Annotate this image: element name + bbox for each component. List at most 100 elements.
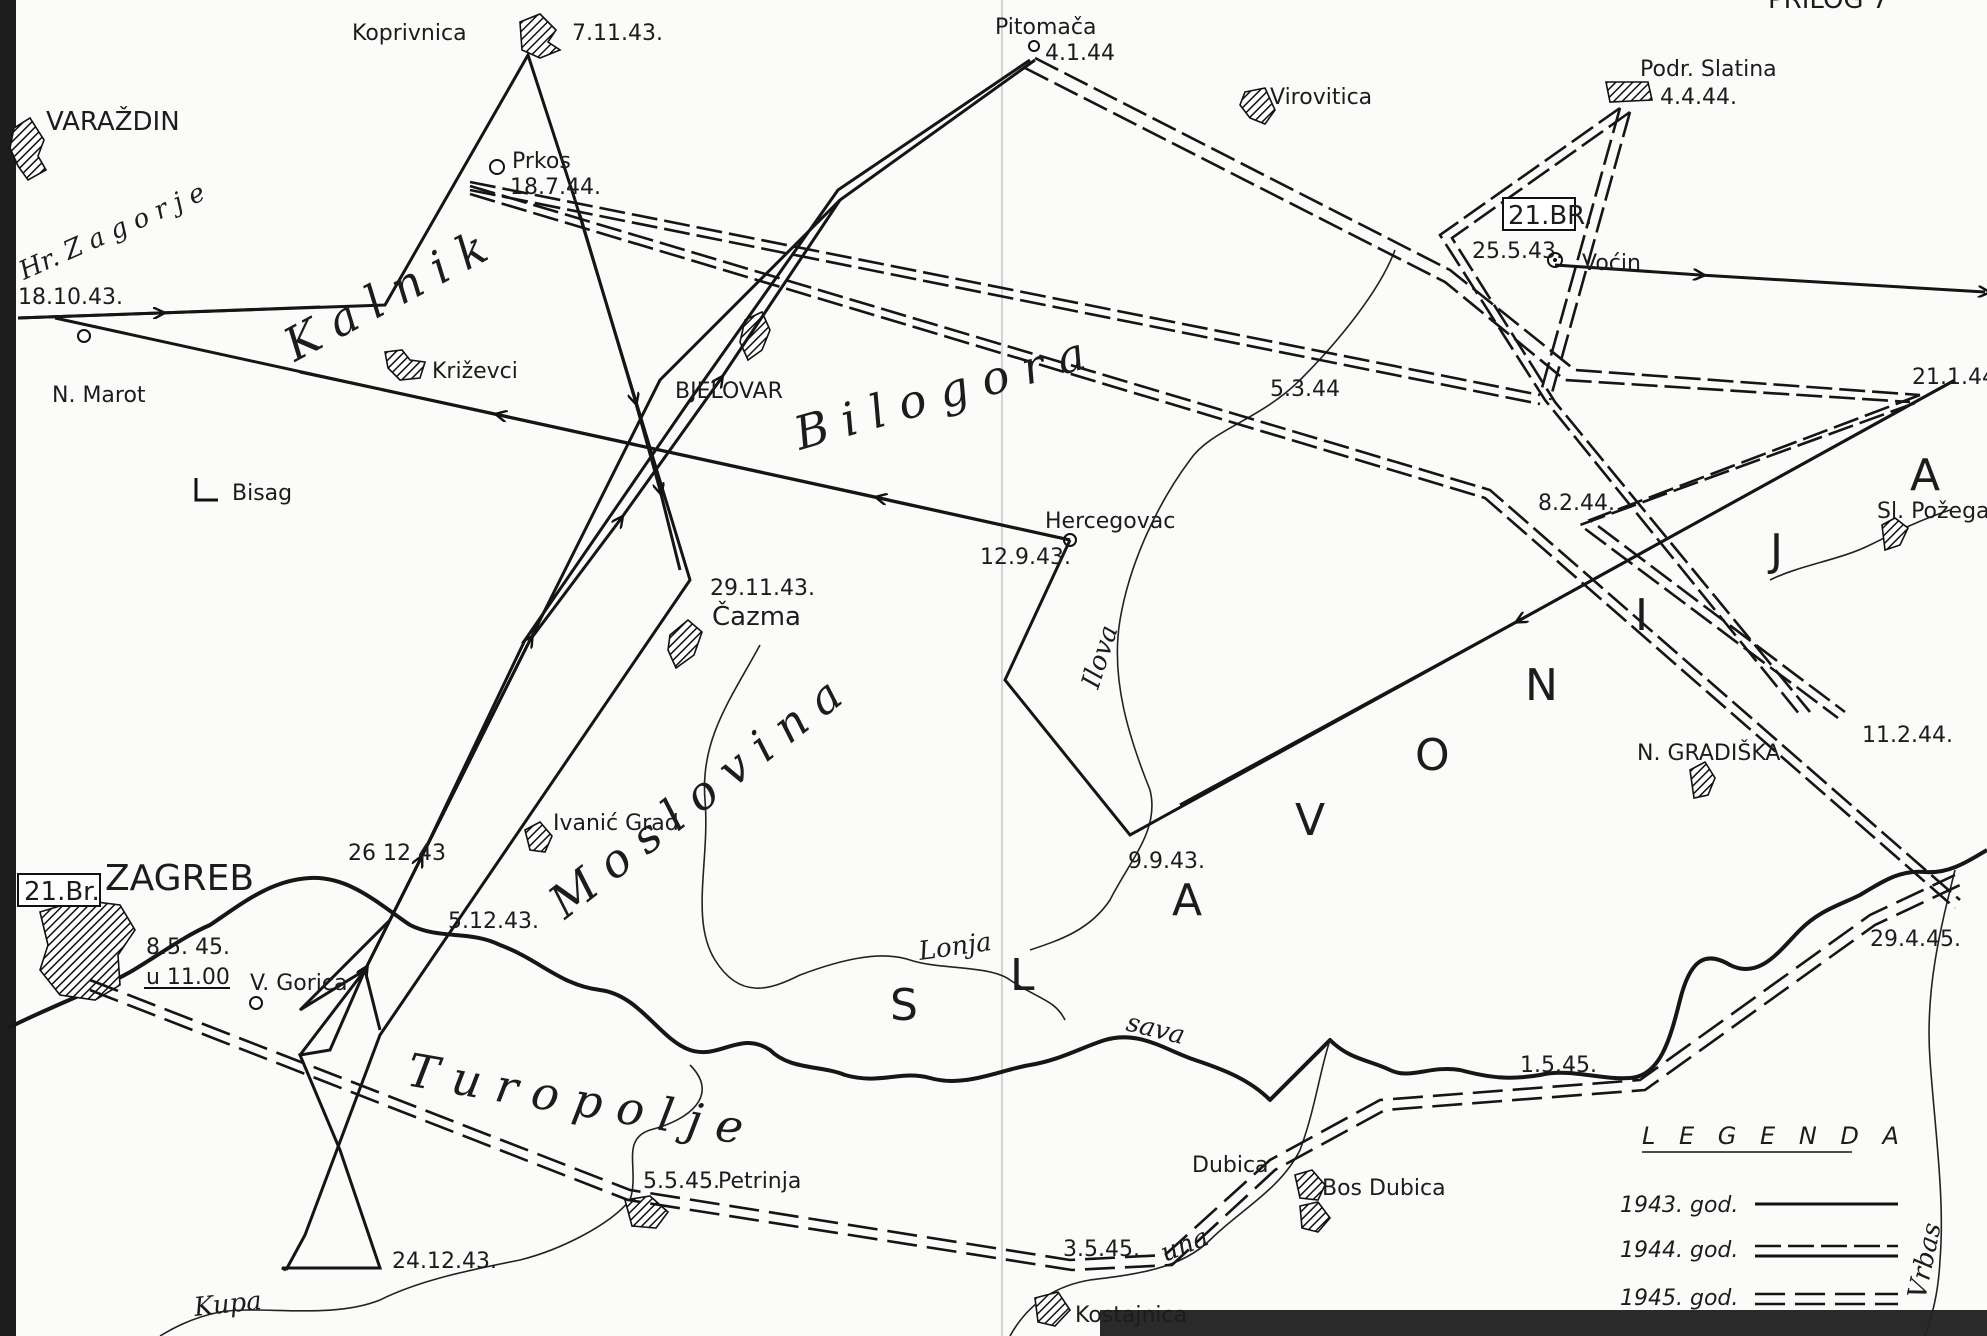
route-1944-main-b [1024,66,1911,404]
route-1943-south-loop [281,58,1031,1272]
n-gradiska-town-icon [1689,760,1716,799]
bjelovar-town-icon [739,310,771,362]
dubica-town-icon [1299,1201,1332,1233]
region-slavonija-s: S [890,980,918,1031]
label-prkos: Prkos [512,149,571,174]
date-sava-east: 29.4.45. [1870,927,1961,952]
legend-title: L E G E N D A [1642,1122,1907,1150]
date-south: 24.12.43. [392,1249,497,1274]
date-east-2: 8.2.44. [1538,491,1615,516]
date-moslavina-south: 9.9.43. [1128,849,1205,874]
date-sw-2: 5.12.43. [448,909,539,934]
region-bilogora: B i l o g o r a [787,326,1091,461]
vocin-marker-center [1553,258,1557,262]
ivanic-grad-town-icon [524,820,553,853]
date-sava-mid: 1.5.45. [1520,1053,1597,1078]
route-1945-b [89,883,1961,1272]
river-slavonia-stream [1769,509,1951,581]
brigade-label-zagreb: 21.Br. [24,877,100,907]
koprivnica-town-icon [519,13,562,59]
river-kupa [159,1064,703,1336]
varazdin-town-icon [9,116,48,182]
label-v-gorica: V. Gorica [250,971,347,996]
label-koprivnica: Koprivnica [352,21,467,46]
scan-edge-shadow [0,0,16,1336]
date-vocin: 25.5.43. [1472,239,1563,264]
label-bjelovar: BJELOVAR [675,379,783,404]
brigade-box-vocin [1502,197,1576,231]
label-n-gradiska: N. GRADIŠKA [1637,740,1780,766]
region-turopolje: T u r o p o l j e [403,1043,748,1155]
cazma-town-icon [667,618,703,670]
date-west: 18.10.43. [18,285,123,310]
date-koprivnica: 7.11.43. [572,21,663,46]
label-varazdin: VARAŽDIN [46,105,180,137]
label-petrinja: Petrinja [718,1169,801,1194]
label-podr-slatina: Podr. Slatina [1640,57,1777,82]
date-zagreb-1: 8.5. 45. [146,935,230,960]
region-slavonija-a: A [1172,875,1202,926]
label-kostajnica: Kostajnica [1075,1303,1187,1328]
label-bisag: Bisag [232,481,292,506]
river-label-sava: sava [1123,1008,1188,1051]
route-1943-cazma-arrows [578,214,682,571]
date-east-1: 21.1.44 [1912,365,1987,390]
legend: L E G E N D A 1943. god. 1944. god. 1945… [1620,1122,1907,1311]
river-label-lonja: Lonja [916,927,994,967]
bisag-marker [194,478,218,502]
route-1944-slatina-b [1450,110,1812,713]
region-slavonija-n: N [1525,660,1558,711]
route-1943-east-arrows [1179,378,1956,807]
route-1944-prkos-a [469,180,1541,397]
date-prkos: 18.7.44. [510,175,601,200]
region-slavonija-l: L [1010,950,1035,1001]
date-kostajnica: 3.5.45. [1063,1237,1140,1262]
date-petrinja: 5.5.45. [643,1169,720,1194]
route-1945-a [89,873,1956,1262]
label-bos-dubica: Bos Dubica [1322,1176,1446,1201]
date-sw-1: 26 12 43 [348,841,446,866]
label-n-marot: N. Marot [52,383,146,408]
date-podr-slatina: 4.4.44. [1660,85,1737,110]
route-1944-cazma-line [298,58,1036,1031]
legend-label-1945: 1945. god. [1620,1286,1738,1311]
region-slavonija-j: J [1767,525,1783,576]
river-label-vrbas: Vrbas [1903,1220,1948,1301]
pitomaca-marker [1028,40,1040,52]
route-1944-slatina-down-a [1538,107,1622,396]
kostajnica-town-icon [1034,1291,1072,1327]
date-cazma: 29.11.43. [710,576,815,601]
river-label-kupa: Kupa [192,1286,264,1323]
sl-pozega-town-icon [1881,517,1909,552]
brigade-label-vocin: 21.BR. [1508,201,1593,231]
route-1944-prkos-c-b [469,192,1956,909]
route-1944-slatina-a [1438,106,1802,716]
route-1943-west-arrow [17,305,321,320]
label-hercegovac: Hercegovac [1045,509,1175,534]
route-vocin-arrow [1554,263,1700,275]
river-una [1009,1039,1331,1336]
route-1944-slatina-down-b [1548,111,1632,401]
route-1944-prkos-c-a [469,184,1961,901]
label-krizevci: Križevci [432,359,518,384]
label-sl-pozega: Sl. Požega [1877,499,1987,524]
river-vrbas [1924,869,1956,1336]
label-dubica: Dubica [1192,1153,1269,1178]
label-hrvatsko-zagorje: Hr. Z a g o r j e [14,178,210,287]
route-1944-prkos-b [469,188,1541,406]
label-pitomaca: Pitomača [995,15,1096,40]
label-zagreb: ZAGREB [105,858,254,899]
region-slavonija-v: V [1295,795,1325,846]
date-east-3: 11.2.44. [1862,723,1953,748]
label-vocin: Voćin [1582,251,1641,276]
label-cazma: Čazma [712,600,801,632]
virovitica-town-icon [1239,87,1276,125]
date-bilogora-east: 5.3.44 [1270,377,1340,402]
region-kalnik: K a l n i k [274,220,496,372]
podr-slatina-town-icon [1605,81,1653,103]
region-slavonija-i: I [1635,590,1648,641]
route-1944-east-return-b [1577,401,1916,720]
n-marot-marker [77,329,91,343]
region-slavonija-o: O [1415,730,1450,781]
